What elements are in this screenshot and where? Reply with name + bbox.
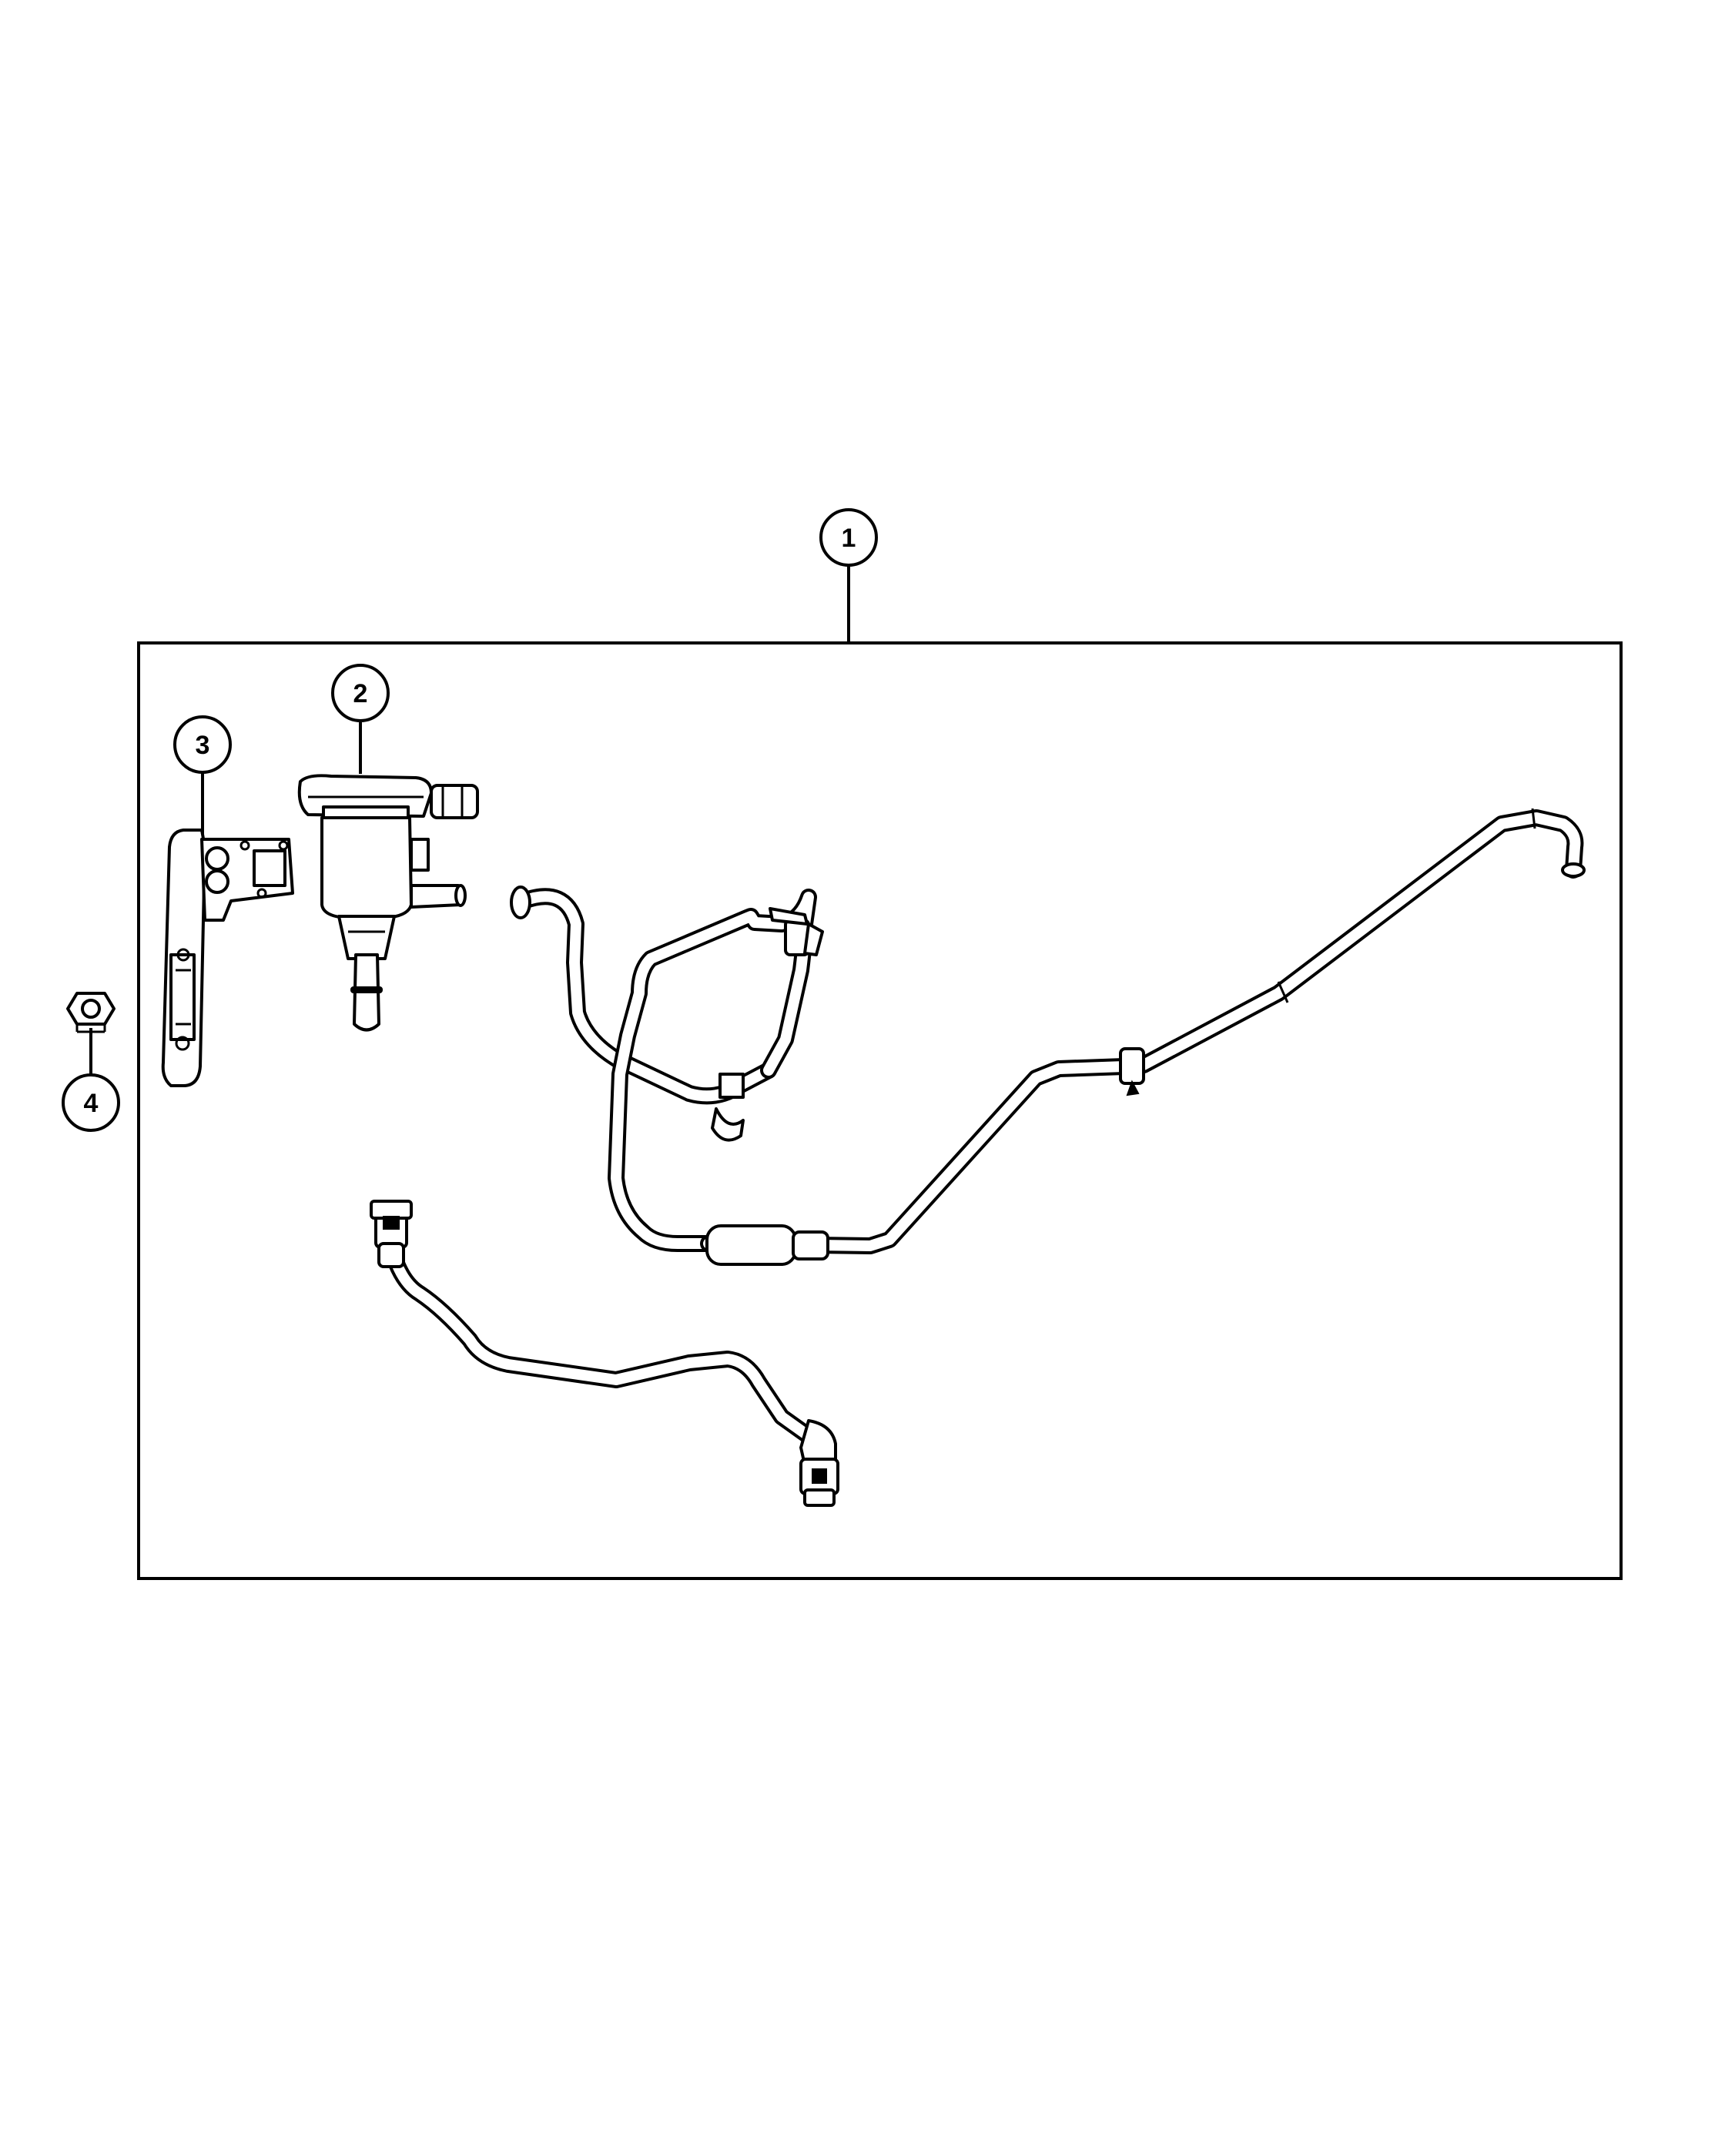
callout-4-circle: [62, 1073, 120, 1132]
callout-1-circle: [819, 508, 878, 567]
callout-1[interactable]: 1: [819, 508, 878, 643]
callout-4-label: 4: [84, 1089, 99, 1118]
callout-2-label: 2: [353, 679, 368, 708]
vapor-hose-loop: [608, 889, 824, 1252]
callout-4[interactable]: 4: [62, 1028, 120, 1132]
assembly-frame: [137, 641, 1623, 1580]
callout-2[interactable]: 2: [331, 664, 390, 774]
mounting-bracket: [161, 829, 294, 1087]
callout-3-circle: [173, 715, 232, 774]
callout-3-label: 3: [196, 731, 210, 760]
callout-1-label: 1: [842, 524, 856, 553]
vapor-hose-upper: [510, 886, 777, 1105]
callout-2-circle: [331, 664, 390, 722]
vapor-line-long: [700, 808, 1586, 1266]
purge-valve: [297, 774, 479, 1032]
hex-nut: [66, 992, 116, 1033]
vapor-line-lower: [370, 1200, 839, 1507]
